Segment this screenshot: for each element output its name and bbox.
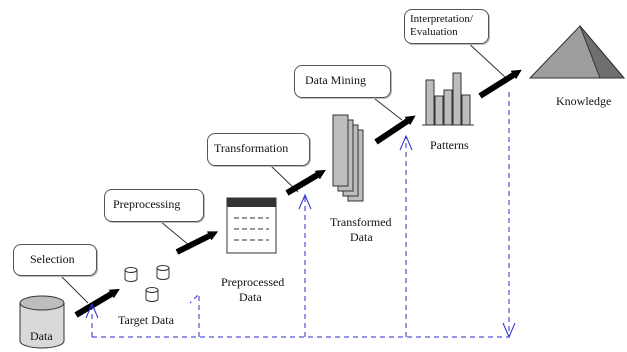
target-data-label: Target Data bbox=[118, 313, 174, 327]
feedback-head-selection-icon bbox=[85, 302, 99, 319]
transformed-data-label-line2: Data bbox=[350, 230, 373, 244]
arrow-preprocessed-to-transformed bbox=[285, 169, 326, 196]
interpretation-label-line1: Interpretation/ bbox=[410, 13, 473, 25]
selection-leader bbox=[59, 274, 89, 304]
arrow-data-to-target bbox=[74, 288, 120, 318]
preprocessing-box bbox=[104, 189, 204, 222]
feedback-head-data-mining-icon bbox=[399, 134, 413, 151]
preprocessed-table-icon bbox=[226, 197, 277, 254]
data-cylinder-icon bbox=[19, 295, 65, 349]
arrow-transformed-to-patterns bbox=[374, 115, 416, 145]
selection-label: Selection bbox=[30, 252, 75, 266]
data-mining-leader bbox=[369, 94, 403, 121]
target-data-cylinders-icon bbox=[124, 265, 170, 302]
arrow-patterns-to-knowledge bbox=[478, 69, 522, 99]
transformed-data-label-line1: Transformed bbox=[330, 215, 392, 229]
knowledge-label: Knowledge bbox=[556, 94, 612, 108]
transformed-data-stack-icon bbox=[332, 114, 364, 202]
transformation-label: Transformation bbox=[214, 141, 289, 155]
interpretation-leader bbox=[464, 39, 506, 78]
feedback-head-knowledge-icon bbox=[502, 322, 516, 339]
preprocessing-label: Preprocessing bbox=[113, 197, 181, 211]
data-mining-box bbox=[294, 65, 391, 98]
interpretation-label-line2: Evaluation bbox=[410, 26, 458, 38]
arrow-target-to-preprocessed bbox=[175, 231, 219, 255]
feedback-head-transformation-icon bbox=[298, 193, 312, 210]
selection-box bbox=[13, 244, 97, 276]
knowledge-pyramid-icon bbox=[528, 25, 626, 79]
preprocessed-data-label-line2: Data bbox=[239, 290, 262, 304]
transformation-box bbox=[207, 133, 310, 166]
patterns-label: Patterns bbox=[430, 138, 469, 152]
preprocessed-data-label-line1: Preprocessed bbox=[221, 275, 285, 289]
data-mining-label: Data Mining bbox=[305, 73, 366, 87]
preprocessing-leader bbox=[159, 220, 191, 247]
interpretation-box bbox=[404, 9, 489, 44]
patterns-bars-icon bbox=[422, 72, 474, 126]
feedback-to-preprocessing bbox=[189, 292, 200, 337]
data-label: Data bbox=[30, 329, 53, 343]
